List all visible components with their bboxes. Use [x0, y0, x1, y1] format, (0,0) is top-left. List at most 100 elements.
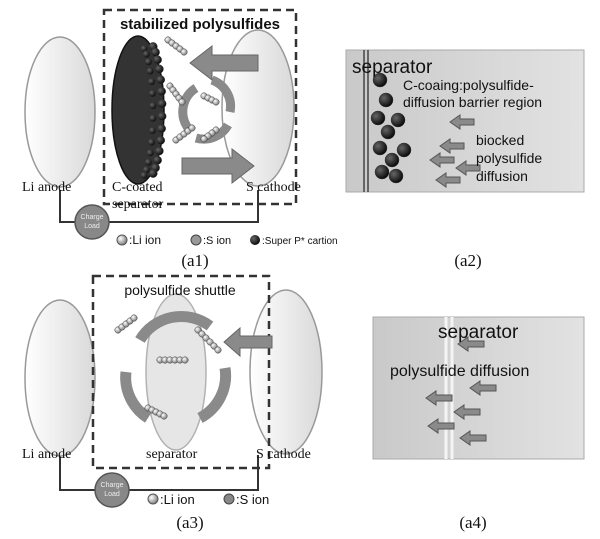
polysulfide-chain-atom — [200, 135, 208, 143]
blocked-arrow — [449, 114, 475, 130]
charge-load-circle — [74, 204, 110, 240]
charge-load-circle — [94, 472, 130, 508]
carbon-particle — [156, 135, 165, 145]
carbon-particle — [156, 75, 165, 85]
diffusion-arrow — [469, 380, 497, 396]
ion-flow-arrow-right — [181, 147, 255, 185]
shuttle-arrow — [135, 311, 214, 344]
s-cathode-electrode — [249, 289, 323, 455]
carbon-particle — [384, 152, 400, 168]
caption-a3: (a3) — [176, 513, 203, 532]
dashed-region-box — [102, 8, 298, 206]
carbon-particles — [140, 42, 167, 180]
load-label-line1: Charge — [101, 482, 124, 489]
polysulfide-chain-atom — [178, 98, 186, 106]
carbon-particle — [374, 164, 390, 180]
carbon-particle — [140, 171, 148, 180]
s-ion-legend-swatch — [223, 493, 235, 505]
carbon-particle — [372, 140, 388, 156]
blocked-label-line2: polysulfide — [476, 150, 542, 166]
polysulfide-chain-atom — [212, 98, 220, 106]
box-title: polysulfide shuttle — [124, 282, 236, 298]
blocked-arrow — [439, 138, 465, 154]
carbon-particle — [150, 47, 160, 57]
load-label-line2: Load — [104, 491, 120, 498]
carbon-particle — [147, 77, 156, 86]
carbon-legend-swatch — [250, 235, 260, 245]
separator-title: separator — [352, 57, 433, 78]
s-cathode-label: S cathode — [256, 447, 311, 462]
panel-a4: separator polysulfide diffusion (a4) — [372, 316, 585, 532]
blocked-label-line3: diffusion — [476, 168, 528, 184]
carbon-particle — [147, 138, 156, 147]
s-ion-legend-swatch — [190, 234, 202, 246]
dashed-region-box — [91, 274, 271, 470]
circuit-wire — [59, 455, 259, 491]
caption-a1: (a1) — [181, 251, 208, 270]
carbon-particle — [144, 57, 153, 66]
load-label-line2: Load — [84, 223, 100, 230]
carbon-particle — [154, 146, 164, 156]
polysulfide-flow-arrow-left — [189, 44, 259, 82]
legend-super-p: :Super P* cartion — [262, 236, 338, 247]
caption-a2: (a2) — [454, 251, 481, 270]
li-ion-legend-swatch — [147, 493, 159, 505]
carbon-particle — [142, 50, 151, 59]
carbon-particle — [380, 124, 396, 140]
carbon-particle — [152, 155, 162, 165]
polysulfide-flow-arrow-left — [223, 326, 273, 358]
blocked-arrow — [435, 172, 461, 188]
polysulfide-chain-atom — [160, 412, 168, 420]
legend-li-ion: :Li ion — [160, 492, 195, 507]
panel-a2: separator C-coaing:polysulfide- diffusio… — [345, 49, 585, 270]
carbon-particle — [396, 142, 412, 158]
diffusion-arrow — [457, 336, 485, 352]
legend-a1: :Li ion :S ion :Super P* cartion — [116, 233, 338, 247]
diffusion-arrow — [459, 430, 487, 446]
polysulfide-chains — [114, 314, 222, 420]
barrier-label-line2: diffusion barrier region — [403, 94, 542, 110]
carbon-particle — [146, 67, 155, 75]
carbon-particle — [148, 168, 158, 178]
blocked-diffusion-arrows — [429, 114, 481, 188]
separator-label-line2: separator — [112, 197, 164, 212]
shuttle-arrow — [120, 371, 152, 423]
carbon-particle — [157, 99, 167, 109]
li-ion-legend-swatch — [116, 234, 128, 246]
polysulfide-chain-atom — [130, 314, 138, 322]
separator-title: separator — [438, 322, 519, 343]
li-anode-label: Li anode — [22, 180, 71, 195]
polysulfide-chain-atom — [214, 346, 222, 354]
carbon-particle — [388, 168, 404, 184]
polysulfide-chains — [164, 36, 220, 144]
li-anode-electrode — [24, 36, 96, 188]
polysulfide-chain-atom — [181, 356, 189, 364]
panel-a3: polysulfide shuttle Li anode separator S… — [22, 274, 323, 532]
carbon-particle — [144, 158, 153, 167]
blocked-arrow — [455, 160, 481, 176]
carbon-particle — [378, 92, 394, 108]
separator-label: separator — [146, 447, 198, 462]
diffusion-arrow — [427, 418, 455, 434]
carbon-particle — [149, 101, 157, 110]
carbon-particle — [148, 126, 157, 135]
load-label-line1: Charge — [81, 214, 104, 221]
box-title: stabilized polysulfides — [120, 16, 280, 33]
blocked-arrow — [429, 152, 455, 168]
shuttle-arrow — [197, 367, 232, 423]
diffusion-label: polysulfide diffusion — [390, 363, 529, 380]
carbon-particle — [372, 72, 388, 88]
blocked-label-line1: biocked — [476, 132, 524, 148]
caption-a4: (a4) — [459, 513, 486, 532]
separator-label-line1: C-coated — [112, 180, 163, 195]
legend-li-ion: :Li ion — [129, 233, 161, 247]
carbon-barrier-particles — [370, 72, 412, 184]
diffusion-arrow — [425, 390, 453, 406]
panel-a1: stabilized polysulfides Li anode C-coate… — [22, 8, 338, 270]
barrier-label-line1: C-coaing:polysulfide- — [403, 77, 534, 93]
carbon-particle — [154, 64, 164, 74]
carbon-particle — [146, 149, 155, 157]
carbon-particle — [152, 55, 162, 65]
polysulfide-chain-atom — [180, 48, 188, 56]
